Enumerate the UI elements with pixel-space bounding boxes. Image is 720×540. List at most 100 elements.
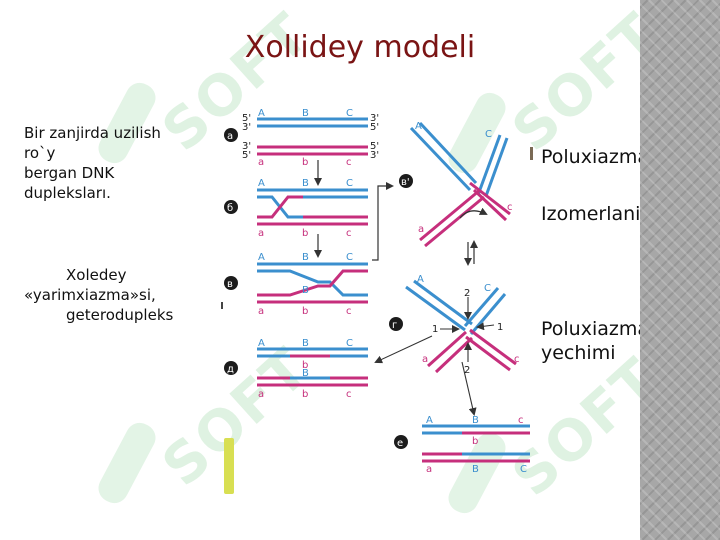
strand-blue <box>405 285 466 332</box>
locus-label: B <box>302 368 309 379</box>
locus-label: B <box>302 338 309 349</box>
strand-pink <box>426 330 468 368</box>
locus-label: A <box>258 338 265 349</box>
tick-mark <box>221 302 223 309</box>
locus-label: a <box>258 389 264 400</box>
locus-label: C <box>346 338 353 349</box>
yellow-bar <box>224 438 234 494</box>
strand-blue <box>476 134 502 196</box>
cut-label: 1 <box>432 324 438 335</box>
strand-pink <box>257 195 303 219</box>
locus-label: a <box>418 224 424 235</box>
strand-blue <box>418 121 478 185</box>
locus-label: a <box>426 464 432 475</box>
locus-label: c <box>346 228 352 239</box>
end-label: 5' <box>242 113 251 124</box>
left-note-1-line: dupleksları. <box>24 184 111 202</box>
arrow <box>374 335 433 364</box>
end-label: 3' <box>370 150 379 161</box>
holliday-diagram: A B C a b c 5' 3' 3' 5' 3' 5' 5' 3' A B … <box>224 108 530 475</box>
end-label: 3' <box>242 141 251 152</box>
locus-label: B <box>472 415 479 426</box>
locus-label: C <box>484 283 491 294</box>
arrow <box>461 361 477 416</box>
locus-label: B <box>302 178 309 189</box>
step-label: е <box>397 438 403 449</box>
strand-blue <box>413 279 473 326</box>
end-label: 3' <box>242 122 251 133</box>
step-marker-g: г <box>389 317 403 331</box>
locus-label: C <box>520 464 527 475</box>
locus-label: A <box>426 415 433 426</box>
locus-label: C <box>346 252 353 263</box>
bullet-marker <box>530 147 533 160</box>
locus-label: c <box>346 157 352 168</box>
step-label: в' <box>401 177 410 188</box>
strand-blue <box>409 126 472 192</box>
step-label: б <box>227 203 233 214</box>
left-note-2-line: geterodupleks <box>66 306 174 324</box>
right-note-3-line: Poluxiazma <box>541 318 640 340</box>
cut-label: 1 <box>497 322 503 333</box>
locus-label: a <box>258 228 264 239</box>
side-stripe <box>640 0 720 540</box>
locus-label: c <box>346 306 352 317</box>
step-marker-a: а <box>224 128 238 142</box>
left-note-2: Xoledey «yarimxiazma»si, geterodupleks <box>24 265 173 325</box>
locus-label: A <box>415 121 422 132</box>
strand-pink <box>469 328 517 366</box>
locus-label: B <box>302 108 309 119</box>
step-marker-e: е <box>394 435 408 449</box>
slide-title: Xollidey modeli <box>244 30 476 65</box>
locus-label: b <box>302 360 308 371</box>
slide: SOFT SOFT SOFT SOFT Xollidey modeli Bir … <box>24 0 640 519</box>
strand-blue <box>484 137 509 197</box>
right-note-2: Izomerlanishi <box>541 203 640 225</box>
right-note-3-line: yechimi <box>541 342 616 364</box>
locus-label: C <box>485 129 492 140</box>
left-note-1-line: bergan DNK <box>24 164 115 182</box>
locus-label: a <box>258 306 264 317</box>
cut-label: 2 <box>464 288 470 299</box>
locus-label: b <box>302 389 308 400</box>
locus-label: B <box>302 252 309 263</box>
locus-label: A <box>258 252 265 263</box>
step-marker-v-prime: в' <box>399 174 413 188</box>
strand-pink <box>465 335 511 372</box>
strand-pink <box>257 269 368 297</box>
locus-label: C <box>346 178 353 189</box>
locus-label: B <box>302 285 309 296</box>
locus-label: c <box>514 354 520 365</box>
right-note-1: Poluxiazmaning <box>541 146 640 168</box>
step-marker-b: б <box>224 200 238 214</box>
locus-label: b <box>302 157 308 168</box>
locus-label: c <box>346 389 352 400</box>
step-label: в <box>227 279 233 290</box>
locus-label: a <box>258 157 264 168</box>
left-note-1: Bir zanjirda uzilish ro`y bergan DNK dup… <box>24 123 161 203</box>
left-note-2-line: «yarimxiazma»si, <box>24 286 156 304</box>
end-label: 5' <box>370 122 379 133</box>
strand-blue <box>257 269 368 297</box>
step-label: г <box>392 320 397 331</box>
locus-label: c <box>518 415 524 426</box>
right-note-3: Poluxiazma yechimi <box>541 317 640 365</box>
strand-pink <box>419 188 481 242</box>
left-note-2-line: Xoledey <box>66 266 127 284</box>
step-marker-v: в <box>224 276 238 290</box>
locus-label: C <box>346 108 353 119</box>
locus-label: A <box>417 274 424 285</box>
locus-label: A <box>258 178 265 189</box>
strand-pink <box>472 188 508 222</box>
strand-pink <box>424 195 485 248</box>
end-label: 3' <box>370 113 379 124</box>
end-label: 5' <box>242 150 251 161</box>
step-label: д <box>227 364 234 375</box>
locus-label: b <box>472 436 478 447</box>
locus-label: A <box>258 108 265 119</box>
arrow <box>476 322 495 331</box>
locus-label: b <box>302 306 308 317</box>
end-label: 5' <box>370 141 379 152</box>
step-label: а <box>227 131 233 142</box>
locus-label: b <box>302 228 308 239</box>
